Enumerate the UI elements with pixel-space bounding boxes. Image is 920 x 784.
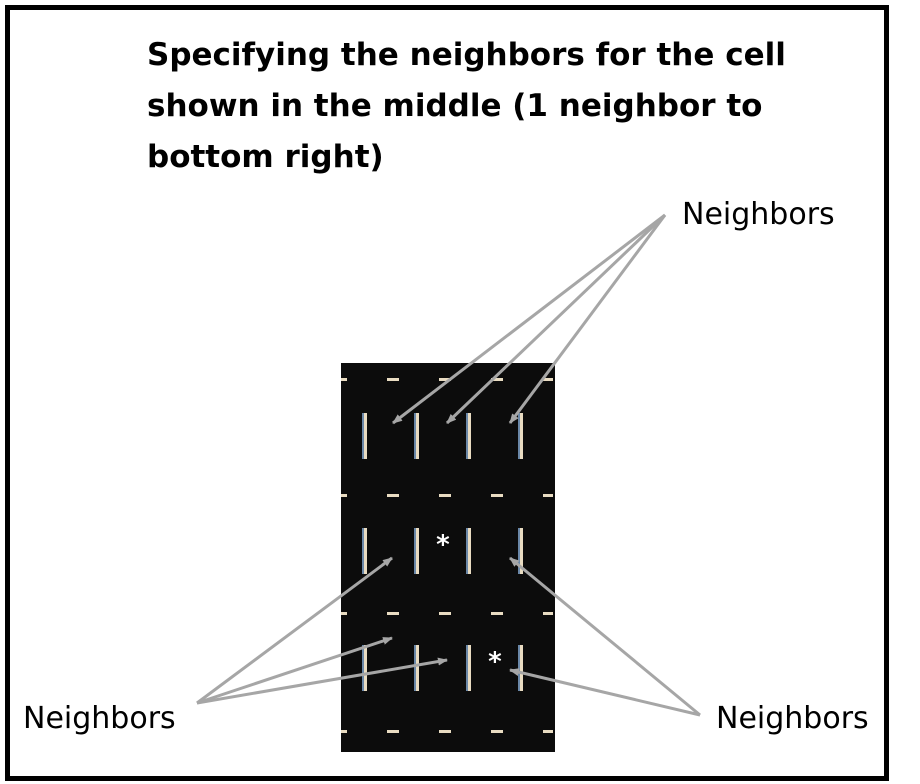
diagram-title: Specifying the neighbors for the cell sh… [147, 37, 786, 175]
neighbors-label-bottom-left: Neighbors [23, 701, 176, 736]
neighbors-label-top-right: Neighbors [682, 197, 835, 232]
neighbors-label-bottom-right: Neighbors [716, 701, 869, 736]
cell-grid [341, 363, 555, 752]
